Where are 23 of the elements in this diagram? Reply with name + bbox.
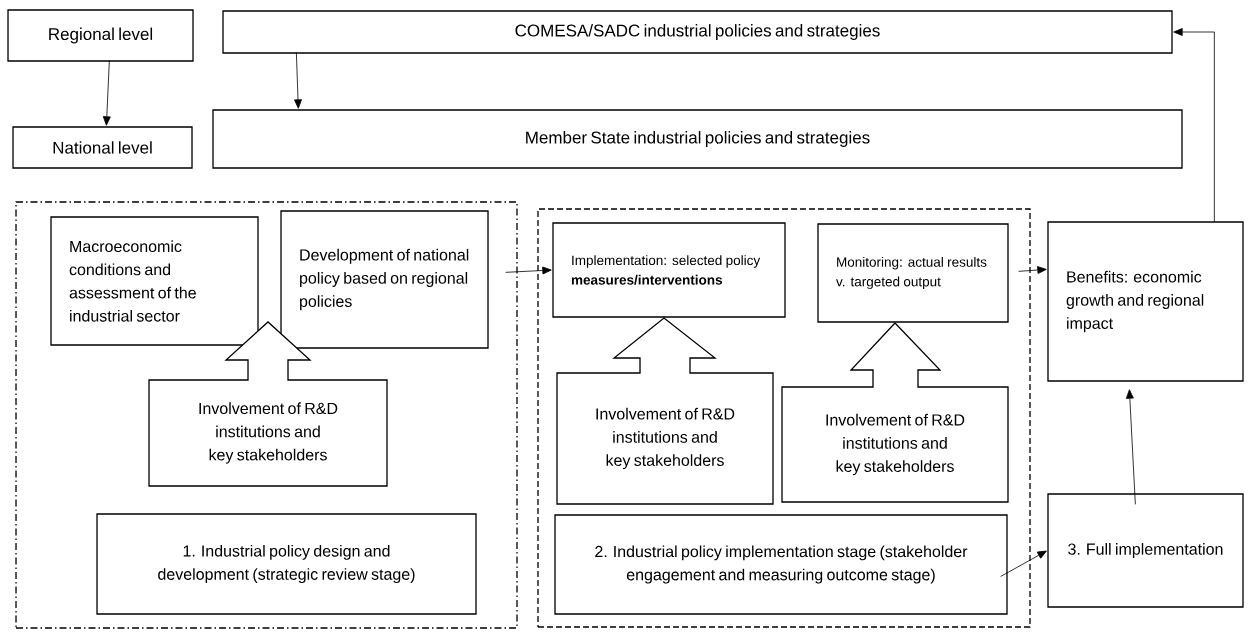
policy-box: Member State industrial policies and strategies [212,109,1183,169]
process-box: Macroeconomic conditions and assessment of the industrial sector [50,216,259,346]
level-box: Regional level [7,9,194,62]
stage-frame [537,208,1031,628]
process-box: Monitoring: actual results v. targeted output [817,223,1009,323]
arrow [294,51,302,109]
arrow [1000,550,1047,577]
outcome-box: Benefits: economic growth and regional impact [1047,221,1244,382]
arrow [505,266,552,275]
arrow [1125,389,1136,505]
arrow [1173,28,1215,222]
process-box: Development of national policy based on regional policies [280,210,489,349]
block-arrow-box: Involvement of R&D institutions and key stakeholders [148,321,388,487]
stage-frame [15,201,518,629]
stage-box: 1. Industrial policy design and development (strategic review stage) [96,513,477,615]
policy-box: COMESA/SADC industrial policies and strategies [222,10,1173,54]
outcome-box: 3. Full implementation [1047,493,1244,608]
level-box: National level [12,126,193,169]
arrow [1018,266,1047,274]
process-box: Implementation: selected policy measures/interventions [552,222,786,318]
block-arrow-box: Involvement of R&D institutions and key stakeholders [556,317,774,505]
stage-box: 2. Industrial policy implementation stage (stakeholder engagement and measuring outcome stage) [554,514,1008,615]
arrow [102,59,111,126]
